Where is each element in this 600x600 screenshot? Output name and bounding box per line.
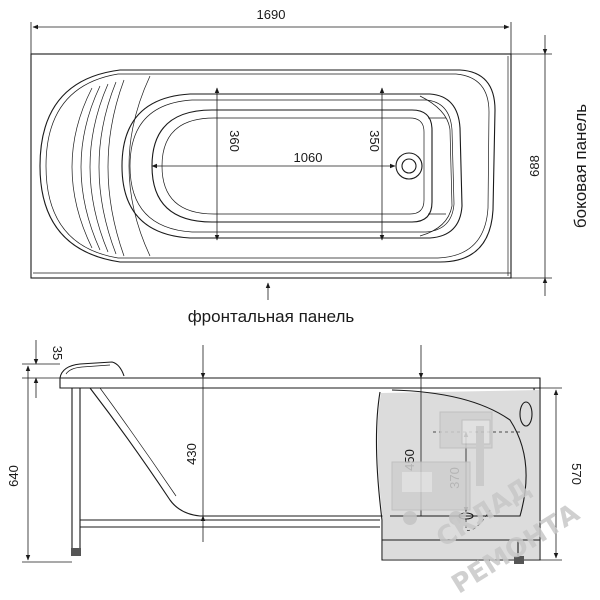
tub-rim-side [59, 377, 541, 389]
basin-bottom [151, 109, 433, 223]
dim-inner-width-right: 350 [367, 130, 382, 152]
top-view: 1690 688 боковая панель 1060 360 350 фро… [30, 7, 590, 326]
dim-panel-height: 570 [569, 463, 584, 485]
foot-right [514, 556, 524, 564]
front-panel-label: фронтальная панель [188, 307, 355, 326]
backrest-ridges [71, 75, 151, 257]
drain-hole-top [395, 152, 423, 180]
dim-depth-left: 430 [184, 443, 199, 465]
dim-total-width: 688 [527, 155, 542, 177]
tub-rim-contour [39, 69, 496, 263]
foot-left [71, 548, 81, 556]
side-view: 35 640 430 450 370 570 [6, 340, 584, 564]
tub-outline-top [30, 53, 512, 279]
side-panel-label: боковая панель [571, 104, 590, 228]
dim-total-height: 640 [6, 465, 21, 487]
front-panel-cutaway [375, 388, 541, 561]
dim-inner-length: 1060 [294, 150, 323, 165]
inner-basin [121, 93, 463, 239]
dim-rim: 35 [50, 346, 65, 360]
overflow-hole [519, 401, 533, 427]
watermark-logo [391, 411, 493, 525]
dim-inner-width-left: 360 [227, 130, 242, 152]
dim-total-length: 1690 [257, 7, 286, 22]
